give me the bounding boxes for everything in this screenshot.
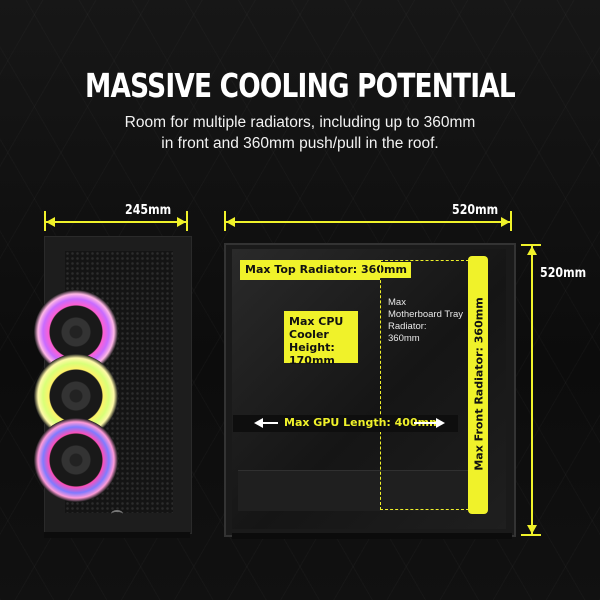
depth-dimension-line — [226, 221, 510, 223]
subheadline: Room for multiple radiators, including u… — [0, 112, 600, 154]
cpu-cooler-line-2: Cooler Height: — [289, 328, 335, 354]
top-radiator-label: Max Top Radiator: 360mm — [241, 262, 411, 278]
arrow-down-icon — [527, 525, 537, 534]
mobo-line-3: Radiator: — [388, 321, 427, 332]
case-side-foot — [232, 533, 512, 539]
width-dimension-line — [46, 221, 186, 223]
depth-dimension-label: 520mm — [452, 203, 499, 218]
depth-tick-left — [224, 211, 226, 231]
gpu-arrow-line-right — [414, 422, 436, 424]
depth-tick-right — [510, 211, 512, 231]
front-radiator-label: Max Front Radiator: 360mm — [472, 297, 486, 471]
subheadline-line-1: Room for multiple radiators, including u… — [124, 114, 476, 131]
arrow-left-icon — [226, 217, 235, 227]
brand-logo-icon — [111, 510, 123, 518]
psu-shroud — [238, 470, 478, 511]
gpu-length-bar — [233, 415, 458, 432]
mobo-line-4: 360mm — [388, 333, 420, 344]
rgb-fan-icon — [34, 418, 118, 502]
cpu-cooler-callout: Max CPU Cooler Height: 170mm — [284, 311, 358, 367]
arrow-right-icon — [436, 418, 445, 428]
width-tick-right — [186, 211, 188, 231]
arrow-left-icon — [254, 418, 263, 428]
gpu-length-label: Max GPU Length: 400mm — [284, 416, 441, 429]
width-tick-left — [44, 211, 46, 231]
cpu-cooler-line-3: 170mm — [289, 354, 335, 367]
front-radiator-zone — [468, 256, 488, 514]
width-dimension-label: 245mm — [125, 203, 172, 218]
case-front-foot — [44, 532, 190, 538]
gpu-arrow-line-left — [262, 422, 278, 424]
height-tick-bottom — [521, 534, 541, 536]
arrow-left-icon — [46, 217, 55, 227]
height-dimension-label: 520mm — [540, 266, 587, 281]
height-dimension-line — [531, 246, 533, 534]
mobo-line-2: Motherboard Tray — [388, 309, 463, 320]
mobo-line-1: Max — [388, 297, 406, 308]
subheadline-line-2: in front and 360mm push/pull in the roof… — [161, 135, 439, 152]
headline: MASSIVE COOLING POTENTIAL — [85, 66, 516, 105]
motherboard-tray-callout: Max Motherboard Tray Radiator: 360mm — [388, 297, 463, 345]
height-tick-top — [521, 244, 541, 246]
arrow-right-icon — [501, 217, 510, 227]
arrow-up-icon — [527, 246, 537, 255]
cpu-cooler-line-1: Max CPU — [289, 315, 344, 328]
motherboard-tray-radiator-zone — [380, 260, 469, 510]
arrow-right-icon — [177, 217, 186, 227]
